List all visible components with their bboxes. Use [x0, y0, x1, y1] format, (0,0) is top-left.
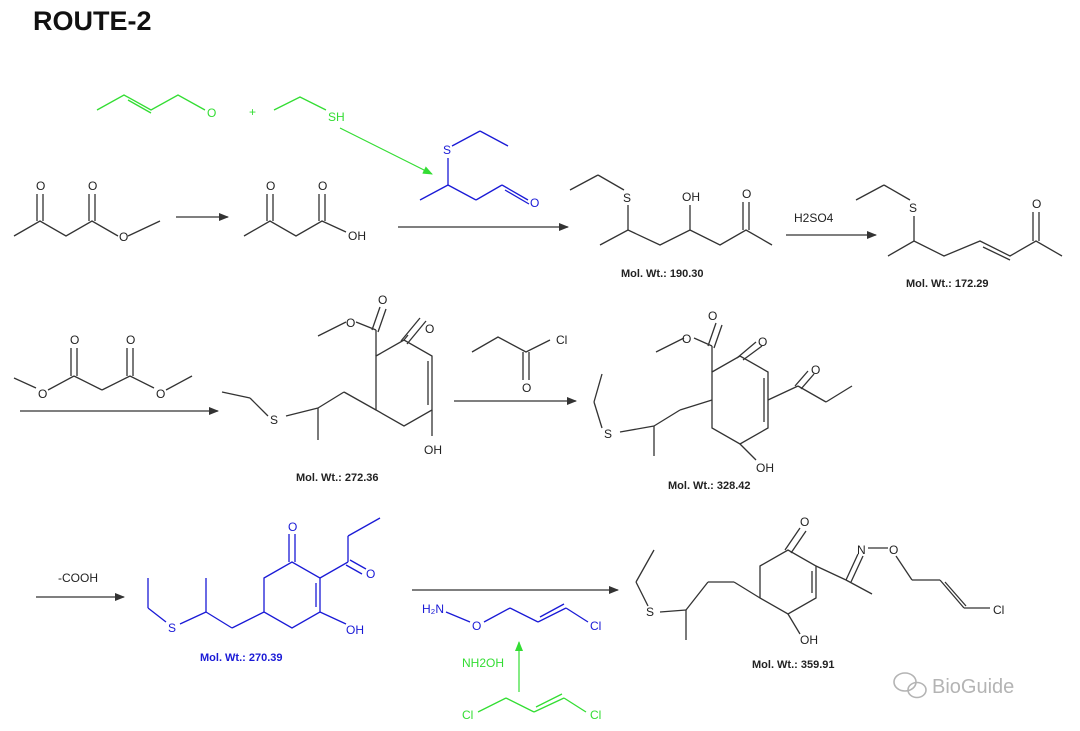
cd-enol-oh: OH	[424, 443, 442, 457]
thioether-s: S	[443, 143, 451, 157]
ac-s: S	[604, 427, 612, 441]
enone: S O	[855, 184, 1063, 261]
hydroxylamine-o: O	[472, 619, 481, 633]
aldehyde-o: O	[207, 106, 216, 120]
fp-s: S	[646, 605, 654, 619]
final-product: O N O Cl OH S	[635, 515, 1004, 647]
hydroxylamine-cl: Cl	[590, 619, 601, 633]
route-title: ROUTE-2	[33, 6, 152, 36]
fp-ketone-o: O	[800, 515, 809, 529]
dimethyl-malonate: O O O O	[13, 333, 193, 401]
dc-enol-oh: OH	[346, 623, 364, 637]
reagent-arrow-1	[339, 127, 433, 175]
mw-decarboxylated: Mol. Wt.: 270.39	[200, 652, 283, 664]
ac-acyl-o: O	[811, 363, 820, 377]
thiol-sh: SH	[328, 110, 345, 124]
dc-s: S	[168, 621, 176, 635]
acid-oh: OH	[348, 229, 366, 243]
acetoacetic-acid: O O OH	[243, 179, 366, 243]
acid-carbonyl-o: O	[318, 179, 327, 193]
acid-ketone-o: O	[266, 179, 275, 193]
acyl-cl: Cl	[556, 333, 567, 347]
dichloropropene: Cl Cl	[462, 693, 601, 722]
fp-oxime-o: O	[889, 543, 898, 557]
enone-s: S	[909, 201, 917, 215]
aldehyde-o-blue: O	[530, 196, 539, 210]
malonate-o1: O	[38, 387, 47, 401]
mw-final-product: Mol. Wt.: 359.91	[752, 659, 835, 671]
ethylthio-butanal: S O	[419, 130, 539, 210]
mw-enone: Mol. Wt.: 172.29	[906, 278, 989, 290]
ac-methoxy-o: O	[682, 332, 691, 346]
malonate-o3: O	[126, 333, 135, 347]
ester-carbonyl-o: O	[88, 179, 97, 193]
ac-ketone-o: O	[758, 335, 767, 349]
dc-ketone-o: O	[288, 520, 297, 534]
cd-methoxy-o: O	[346, 316, 355, 330]
dc-acyl-o: O	[366, 567, 375, 581]
decarboxylated-product: O O OH S	[147, 517, 381, 637]
keto-alcohol: S OH O	[569, 174, 773, 246]
propionyl-chloride: Cl O	[471, 333, 567, 395]
mw-cyclohexanedione-ester: Mol. Wt.: 272.36	[296, 472, 379, 484]
ester-o: O	[119, 230, 128, 244]
malonate-o4: O	[156, 387, 165, 401]
cd-s: S	[270, 413, 278, 427]
ethanethiol: SH	[273, 96, 345, 124]
condition-decarboxylation: -COOH	[58, 571, 98, 585]
wechat-icon	[893, 672, 927, 699]
acyl-o: O	[522, 381, 531, 395]
keto-alcohol-s: S	[623, 191, 631, 205]
fp-cl: Cl	[993, 603, 1004, 617]
ac-ester-o: O	[708, 309, 717, 323]
crotonaldehyde: O	[96, 94, 216, 120]
acylated-ester: O O O O OH S	[593, 309, 853, 475]
mw-keto-alcohol: Mol. Wt.: 190.30	[621, 268, 704, 280]
ac-enol-oh: OH	[756, 461, 774, 475]
keto-alcohol-oh: OH	[682, 190, 700, 204]
malonate-o2: O	[70, 333, 79, 347]
chloroallyl-hydroxylamine: H₂N O Cl	[422, 602, 601, 633]
condition-hydroxylamine: NH2OH	[462, 656, 504, 670]
fp-oxime-n: N	[857, 543, 866, 557]
dcp-cl1: Cl	[462, 708, 473, 722]
keto-alcohol-o: O	[742, 187, 751, 201]
fp-enol-oh: OH	[800, 633, 818, 647]
dcp-cl2: Cl	[590, 708, 601, 722]
cd-ester-o: O	[378, 293, 387, 307]
cd-ketone-o: O	[425, 322, 434, 336]
condition-h2so4: H2SO4	[794, 211, 834, 225]
ketone-o: O	[36, 179, 45, 193]
methyl-acetoacetate: O O O	[13, 179, 161, 244]
enone-o: O	[1032, 197, 1041, 211]
cyclohexanedione-ester: O O O OH S	[221, 293, 442, 457]
h2n-label: H₂N	[422, 602, 444, 616]
watermark: BioGuide	[893, 672, 1014, 699]
watermark-text: BioGuide	[932, 676, 1014, 698]
mw-acylated-ester: Mol. Wt.: 328.42	[668, 480, 751, 492]
plus-sign: +	[249, 105, 256, 119]
